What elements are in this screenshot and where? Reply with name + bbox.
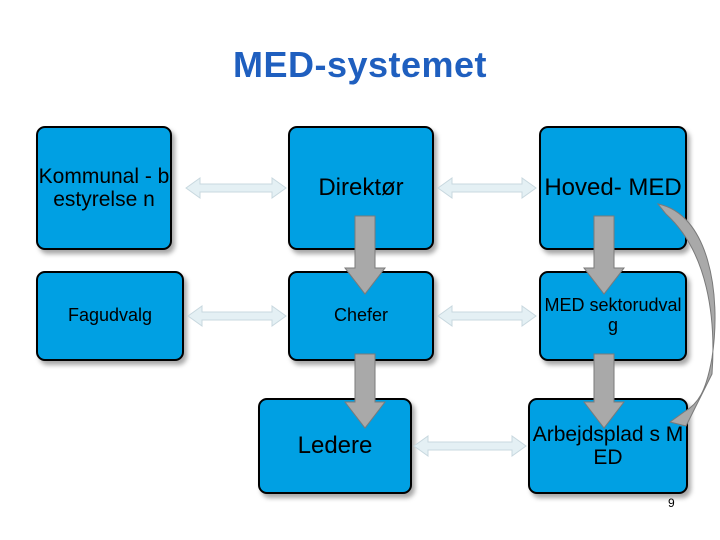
node-kommunalbestyrelse: Kommunal - bestyrelse n (36, 126, 172, 250)
node-hoved-med-label: Hoved- MED (544, 173, 682, 201)
connector-direktor-hoved-med (437, 177, 537, 199)
node-med-sektorudvalg: MED sektorudvalg (539, 271, 687, 361)
node-ledere-label: Ledere (297, 431, 373, 459)
connector-kommunalbestyrelse-direktor (185, 177, 287, 199)
node-chefer: Chefer (288, 271, 434, 361)
node-arbejdsplads-med-label: Arbejdsplad s MED (532, 422, 684, 469)
node-fagudvalg: Fagudvalg (36, 271, 184, 361)
connector-chefer-med-sektorudvalg (437, 305, 537, 327)
node-med-sektorudvalg-label: MED sektorudvalg (544, 295, 682, 335)
connector-fagudvalg-chefer (187, 305, 287, 327)
node-direktor-label: Direktør (318, 173, 404, 201)
node-hoved-med: Hoved- MED (539, 126, 687, 250)
node-fagudvalg-label: Fagudvalg (67, 305, 153, 326)
node-ledere: Ledere (258, 398, 412, 494)
connector-ledere-arbejdsplads-med (413, 435, 527, 457)
node-kommunalbestyrelse-label: Kommunal - bestyrelse n (38, 164, 170, 211)
node-chefer-label: Chefer (333, 305, 389, 326)
node-arbejdsplads-med: Arbejdsplad s MED (528, 398, 688, 494)
page-number: 9 (668, 496, 675, 510)
diagram-title: MED-systemet (232, 44, 488, 85)
node-direktor: Direktør (288, 126, 434, 250)
